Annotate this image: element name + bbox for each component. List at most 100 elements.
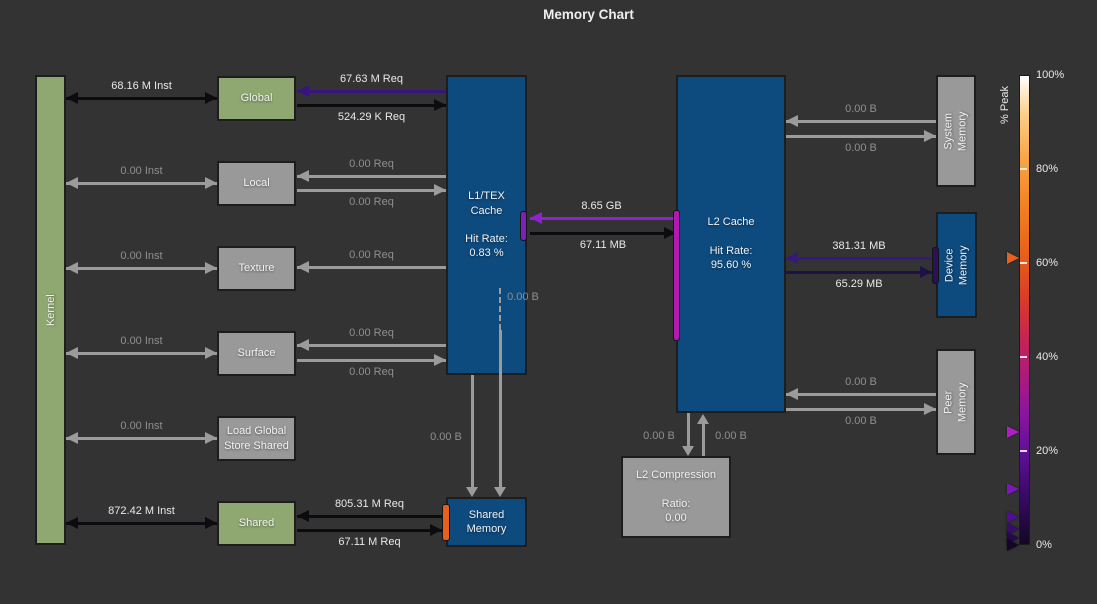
arrowhead-left-kernel-surface xyxy=(66,347,78,359)
arrow-label-kernel-load-global-store-shared: 0.00 Inst xyxy=(120,420,163,432)
arrow-label-l1-to-shared-memory-a: 0.00 B xyxy=(430,431,462,443)
arrow-line-shared-memory-to-shared xyxy=(297,515,442,518)
arrow-label-l2-to-l1: 8.65 GB xyxy=(581,200,622,212)
colorbar-dash xyxy=(1020,262,1027,265)
chart-title: Memory Chart xyxy=(543,7,634,22)
arrow-label-l2-to-device-memory: 65.29 MB xyxy=(835,278,883,290)
node-label: L1/TEX Cache Hit Rate: 0.83 % xyxy=(465,190,508,260)
colorbar-tick-100%: 100% xyxy=(1036,69,1065,81)
arrow-label-l1-to-global: 67.63 M Req xyxy=(340,73,403,85)
arrow-label-l2-to-peer-memory: 0.00 B xyxy=(845,415,877,427)
arrow-label-l1-to-local: 0.00 Req xyxy=(349,158,394,170)
arrow-label-system-memory-to-l2: 0.00 B xyxy=(845,103,877,115)
arrowhead-right-l2-to-system-memory xyxy=(924,130,936,142)
arrowhead-right-kernel-local xyxy=(205,177,217,189)
node-label: Local xyxy=(243,177,270,190)
arrowhead-left-kernel-load-global-store-shared xyxy=(66,432,78,444)
arrow-label-peer-memory-to-l2: 0.00 B xyxy=(845,376,877,388)
arrowhead-left-kernel-global xyxy=(66,92,78,104)
node-system-memory[interactable]: System Memory xyxy=(936,75,976,187)
colorbar-marker-1 xyxy=(1007,426,1019,439)
colorbar xyxy=(1019,75,1030,545)
arrowhead-right-kernel-shared xyxy=(205,517,217,529)
arrow-label-surface-to-l1: 0.00 Req xyxy=(349,366,394,378)
node-label: Peer Memory xyxy=(942,382,970,422)
node-shared[interactable]: Shared xyxy=(217,501,296,546)
arrowhead-right-surface-to-l1 xyxy=(434,354,446,366)
arrow-line-device-memory-to-l2 xyxy=(786,257,932,260)
arrowhead-right-kernel-texture xyxy=(205,262,217,274)
colorbar-marker-0 xyxy=(1007,252,1019,265)
arrowhead-left-l1-to-local xyxy=(297,170,309,182)
arrowhead-left-peer-memory-to-l2 xyxy=(786,388,798,400)
colorbar-tick-40%: 40% xyxy=(1036,351,1059,363)
arrowhead-left-l1-to-surface xyxy=(297,339,309,351)
node-label: Device Memory xyxy=(943,245,970,285)
colorbar-marker-6 xyxy=(1007,539,1019,551)
arrow-line-global-to-l1 xyxy=(297,104,446,107)
colorbar-dash xyxy=(1020,356,1027,359)
arrow-label-kernel-texture: 0.00 Inst xyxy=(120,250,163,262)
node-load-global-store-shared[interactable]: Load Global Store Shared xyxy=(217,416,296,461)
colorbar-tick-60%: 60% xyxy=(1036,257,1059,269)
arrowhead-right-l2-to-device-memory xyxy=(920,266,932,278)
arrowhead-left-kernel-texture xyxy=(66,262,78,274)
node-peer-memory[interactable]: Peer Memory xyxy=(936,349,976,455)
arrow-line-l2-to-l1 xyxy=(530,217,673,220)
arrow-label-l1-to-l2: 67.11 MB xyxy=(579,239,627,251)
port-shared-memory-port xyxy=(442,504,450,541)
node-label: Load Global Store Shared xyxy=(224,425,289,452)
node-local[interactable]: Local xyxy=(217,161,296,206)
colorbar-marker-3 xyxy=(1007,510,1019,523)
colorbar-dash xyxy=(1020,168,1027,171)
arrowhead-right-global-to-l1 xyxy=(434,99,446,111)
node-kernel[interactable]: Kernel xyxy=(35,75,66,545)
arrow-line-kernel-load-global-store-shared xyxy=(66,437,217,440)
colorbar-axis-label: % Peak xyxy=(999,86,1011,124)
arrowhead-right-kernel-surface xyxy=(205,347,217,359)
node-label: L2 Cache Hit Rate: 95.60 % xyxy=(707,216,755,272)
arrow-line-l1-to-global xyxy=(297,90,446,93)
arrow-line-local-to-l1 xyxy=(297,189,446,192)
arrow-line-kernel-texture xyxy=(66,267,217,270)
arrow-line-l2-to-l2-compression xyxy=(687,413,690,447)
arrow-label-l2-compression-to-l2: 0.00 B xyxy=(715,430,747,442)
colorbar-marker-4 xyxy=(1007,522,1019,535)
node-label: Kernel xyxy=(44,294,57,326)
arrow-line-kernel-surface xyxy=(66,352,217,355)
arrow-label-l1-to-surface: 0.00 Req xyxy=(349,327,394,339)
node-shared-memory[interactable]: Shared Memory xyxy=(446,497,527,547)
node-label: System Memory xyxy=(942,111,970,151)
colorbar-tick-80%: 80% xyxy=(1036,163,1059,175)
arrow-line-l1-to-local xyxy=(297,175,446,178)
arrowhead-left-l1-to-global xyxy=(297,85,309,97)
node-device-memory[interactable]: Device Memory xyxy=(936,212,977,318)
node-label: Shared xyxy=(238,517,275,530)
node-surface[interactable]: Surface xyxy=(217,331,296,376)
node-global[interactable]: Global xyxy=(217,76,296,121)
arrow-line-shared-to-shared-memory xyxy=(297,529,442,532)
arrow-line-l1-to-l2 xyxy=(530,232,676,235)
colorbar-tick-0%: 0% xyxy=(1036,539,1052,551)
arrow-label-local-to-l1: 0.00 Req xyxy=(349,196,394,208)
arrow-line-l2-to-device-memory xyxy=(786,271,932,274)
arrow-line-l2-compression-to-l2 xyxy=(702,423,705,456)
node-l2-cache[interactable]: L2 Cache Hit Rate: 95.60 % xyxy=(676,75,786,413)
arrow-label-shared-memory-to-shared: 805.31 M Req xyxy=(334,498,405,510)
node-texture[interactable]: Texture xyxy=(217,246,296,291)
arrow-label-l1-to-texture: 0.00 Req xyxy=(349,249,394,261)
arrow-line-kernel-global xyxy=(66,97,217,100)
arrow-line-peer-memory-to-l2 xyxy=(786,393,936,396)
arrowhead-up-l2-compression-to-l2 xyxy=(697,414,709,424)
arrowhead-left-kernel-local xyxy=(66,177,78,189)
node-l2-compression[interactable]: L2 Compression Ratio: 0.00 xyxy=(621,456,731,538)
arrowhead-down-l2-to-l2-compression xyxy=(682,446,694,456)
arrowhead-right-l2-to-peer-memory xyxy=(924,403,936,415)
arrowhead-right-local-to-l1 xyxy=(434,184,446,196)
node-l1-tex-cache[interactable]: L1/TEX Cache Hit Rate: 0.83 % xyxy=(446,75,527,375)
arrow-line-kernel-local xyxy=(66,182,217,185)
arrow-line-kernel-shared xyxy=(66,522,217,525)
arrowhead-left-l1-to-texture xyxy=(297,261,309,273)
arrow-line-l2-to-peer-memory xyxy=(786,408,936,411)
